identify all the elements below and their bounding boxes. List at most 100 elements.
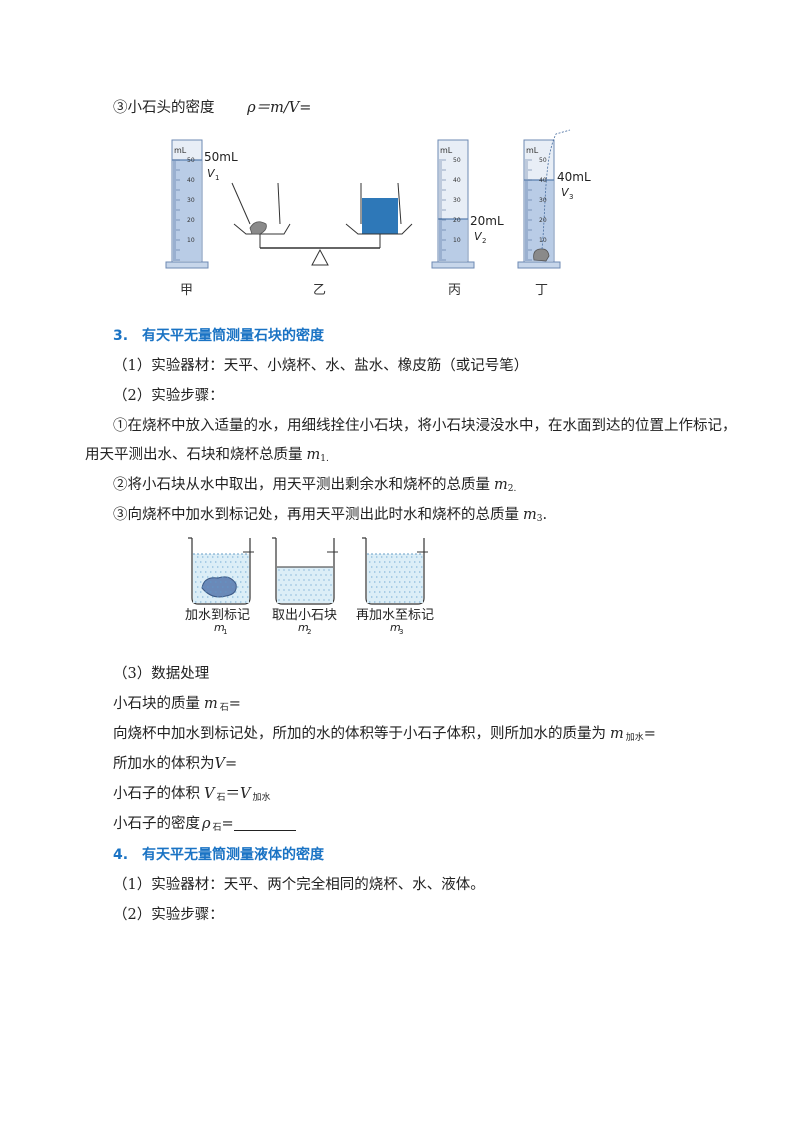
- water-dot: [205, 561, 207, 563]
- water-dot: [381, 556, 383, 558]
- water-dot: [225, 601, 227, 603]
- water-dot: [318, 579, 320, 581]
- water-dot: [235, 561, 237, 563]
- water-dot: [394, 561, 396, 563]
- cyl-jia-unit: mL: [174, 146, 187, 155]
- water-dot: [220, 571, 222, 573]
- water-dot: [399, 601, 401, 603]
- water-dot: [217, 556, 219, 558]
- water-dot: [242, 566, 244, 568]
- water-dot: [230, 581, 232, 583]
- water-dot: [225, 561, 227, 563]
- water-dot: [295, 594, 297, 596]
- water-dot: [404, 581, 406, 583]
- density-formula-line: ③小石头的密度 ρ＝m/V=: [113, 99, 311, 117]
- water-dot: [323, 569, 325, 571]
- water-dot: [389, 561, 391, 563]
- water-dot: [323, 579, 325, 581]
- water-dot: [369, 571, 371, 573]
- water-dot: [325, 574, 327, 576]
- water-dot: [232, 596, 234, 598]
- water-dot: [245, 601, 247, 603]
- water-dot: [318, 569, 320, 571]
- water-dot: [328, 599, 330, 601]
- water-dot: [288, 589, 290, 591]
- beaker-2: [272, 537, 338, 605]
- water-dot: [305, 584, 307, 586]
- water-dot: [310, 584, 312, 586]
- section4-steps-title: （2）实验步骤：: [113, 907, 224, 923]
- water-dot: [283, 589, 285, 591]
- water-dot: [409, 581, 411, 583]
- label-bing-v: V: [474, 230, 483, 243]
- tick-label: 40: [187, 177, 195, 184]
- water-dot: [399, 571, 401, 573]
- water-dot: [288, 579, 290, 581]
- water-dot: [313, 589, 315, 591]
- water-dot: [288, 569, 290, 571]
- label-ding-sub: 3: [569, 193, 573, 201]
- tick-label: 50: [539, 157, 547, 164]
- water-dot: [411, 566, 413, 568]
- water-dot: [371, 586, 373, 588]
- caption-yi: 乙: [313, 283, 326, 298]
- water-dot: [399, 581, 401, 583]
- water-dot: [205, 581, 207, 583]
- water-dot: [242, 556, 244, 558]
- water-dot: [414, 601, 416, 603]
- water-dot: [290, 584, 292, 586]
- water-dot: [200, 581, 202, 583]
- tick-label: 30: [187, 197, 195, 204]
- water-dot: [411, 556, 413, 558]
- water-dot: [406, 556, 408, 558]
- water-dot: [409, 591, 411, 593]
- water-dot: [386, 586, 388, 588]
- water-dot: [295, 574, 297, 576]
- stone-shape: [249, 221, 267, 235]
- water-dot: [222, 596, 224, 598]
- water-dot: [386, 596, 388, 598]
- section3-heading: 3. 有天平无量筒测量石块的密度: [113, 328, 325, 344]
- water-dot: [237, 576, 239, 578]
- tick-label: 30: [539, 197, 547, 204]
- water-dot: [212, 566, 214, 568]
- water-dot: [371, 566, 373, 568]
- water-dot: [389, 601, 391, 603]
- water-dot: [227, 566, 229, 568]
- section4-materials: （1）实验器材：天平、两个完全相同的烧杯、水、液体。: [113, 877, 485, 893]
- water-dot: [210, 591, 212, 593]
- label-bing-volume: 20mL: [470, 214, 504, 228]
- water-dot: [232, 586, 234, 588]
- water-dot: [404, 561, 406, 563]
- water-dot: [220, 601, 222, 603]
- beaker-figure: 加水到标记 取出小石块 再加水至标记 m 1 m 2 m 3: [185, 537, 434, 635]
- water-dot: [320, 584, 322, 586]
- water-dot: [195, 571, 197, 573]
- tick-label: 30: [453, 197, 461, 204]
- water-dot: [419, 591, 421, 593]
- water-dot: [278, 599, 280, 601]
- water-dot: [379, 591, 381, 593]
- water-dot: [330, 594, 332, 596]
- water-dot: [240, 561, 242, 563]
- water-dot: [411, 596, 413, 598]
- water-dot: [389, 591, 391, 593]
- water-dot: [242, 596, 244, 598]
- water-dot: [371, 596, 373, 598]
- water-dot: [217, 596, 219, 598]
- water-dot: [406, 596, 408, 598]
- beaker-m-2: m: [298, 621, 309, 634]
- water-dot: [396, 586, 398, 588]
- water-dot: [293, 599, 295, 601]
- water-dot: [222, 576, 224, 578]
- water-dot: [401, 576, 403, 578]
- water-dot: [374, 601, 376, 603]
- water-dot: [230, 571, 232, 573]
- beaker-label-1: 加水到标记: [185, 608, 250, 623]
- water-dot: [401, 586, 403, 588]
- answer-blank: [233, 816, 296, 831]
- tick-label: 50: [453, 157, 461, 164]
- water-dot: [371, 556, 373, 558]
